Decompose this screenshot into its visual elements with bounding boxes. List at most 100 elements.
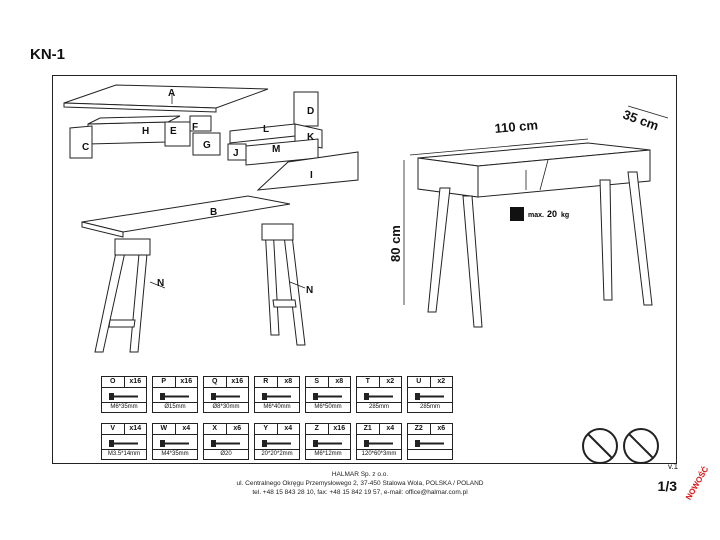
label-e: E — [170, 126, 177, 137]
dowel-icon — [211, 393, 240, 400]
label-i: I — [310, 170, 313, 181]
hardware-code: Z2 — [408, 424, 431, 434]
weight-icon — [510, 207, 524, 221]
dimension-height: 80 cm — [388, 225, 403, 262]
hardware-code: S — [306, 377, 329, 387]
hardware-code: W — [153, 424, 176, 434]
footer-contact: tel. +48 15 843 28 10, fax: +48 15 842 1… — [252, 489, 468, 496]
part-d-panel — [293, 91, 319, 127]
plate-icon — [364, 440, 393, 447]
hardware-qty: x4 — [284, 425, 293, 432]
version-label: v.1 — [668, 462, 679, 471]
hardware-code: P — [153, 377, 176, 387]
label-b: B — [210, 207, 217, 218]
hardware-qty: x2 — [437, 378, 446, 385]
nut-icon — [313, 440, 342, 447]
hardware-size: M6*50mm — [306, 402, 350, 412]
left-leg-frame — [94, 242, 128, 353]
hardware-qty: x6 — [233, 425, 242, 432]
label-f: F — [192, 122, 198, 133]
hardware-qty: x14 — [129, 425, 142, 432]
warning-pictograms — [582, 428, 659, 464]
hardware-size: M4*35mm — [153, 449, 197, 459]
hardware-code: X — [204, 424, 227, 434]
part-e-panel — [164, 121, 191, 147]
footer-address: ul. Centralnego Okręgu Przemysłowego 2, … — [236, 480, 484, 487]
label-c: C — [82, 142, 89, 153]
hardware-size: M6*35mm — [102, 402, 146, 412]
hardware-size: M6*12mm — [306, 449, 350, 459]
hardware-qty: x4 — [182, 425, 191, 432]
hardware-size — [408, 449, 452, 459]
hardware-size: Ø8*30mm — [204, 402, 248, 412]
bolt-icon — [262, 393, 291, 400]
hardware-code: Y — [255, 424, 278, 434]
bracket-icon — [415, 440, 444, 447]
label-n-left: N — [157, 278, 164, 289]
drawing-frame — [52, 75, 677, 464]
hardware-qty: x8 — [335, 378, 344, 385]
part-h-panel — [87, 121, 169, 145]
hardware-qty: x2 — [386, 378, 395, 385]
max-load-unit: kg — [561, 212, 569, 219]
dimension-width: 110 cm — [494, 117, 539, 136]
hardware-size: 20*20*2mm — [255, 449, 299, 459]
hardware-size: 285mm — [408, 402, 452, 412]
hardware-size: 285mm — [357, 402, 401, 412]
hardware-qty: x4 — [386, 425, 395, 432]
bolt-icon — [109, 393, 138, 400]
cap-icon — [211, 440, 240, 447]
hardware-qty: x16 — [180, 378, 193, 385]
hardware-size: M3.5*14mm — [102, 449, 146, 459]
hardware-code: R — [255, 377, 278, 387]
hardware-code: Q — [204, 377, 227, 387]
label-h: H — [142, 126, 149, 137]
hardware-qty: x8 — [284, 378, 293, 385]
part-g-panel — [192, 132, 221, 156]
max-load-value: 20 — [547, 209, 557, 219]
hardware-size: M6*40mm — [255, 402, 299, 412]
bolt-icon — [313, 393, 342, 400]
rail-icon — [364, 393, 393, 400]
screw-icon — [109, 440, 138, 447]
label-k: K — [307, 132, 315, 143]
document-title: KN-1 — [30, 46, 66, 63]
part-f-panel — [189, 115, 212, 132]
label-l: L — [263, 124, 269, 135]
hardware-qty: x16 — [231, 378, 244, 385]
dimension-depth: 35 cm — [621, 107, 661, 134]
hardware-code: Z — [306, 424, 329, 434]
footer-company: HALMAR Sp. z o.o. — [331, 471, 389, 478]
part-c-panel — [69, 125, 93, 159]
hardware-size: Ø15mm — [153, 402, 197, 412]
hardware-code: T — [357, 377, 380, 387]
hardware-qty: x16 — [129, 378, 142, 385]
hardware-code: O — [102, 377, 125, 387]
part-b-board — [81, 195, 291, 233]
hardware-code: U — [408, 377, 431, 387]
hardware-size: 120*60*3mm — [357, 449, 401, 459]
max-load-label: max. — [528, 212, 544, 219]
pad-icon — [262, 440, 291, 447]
